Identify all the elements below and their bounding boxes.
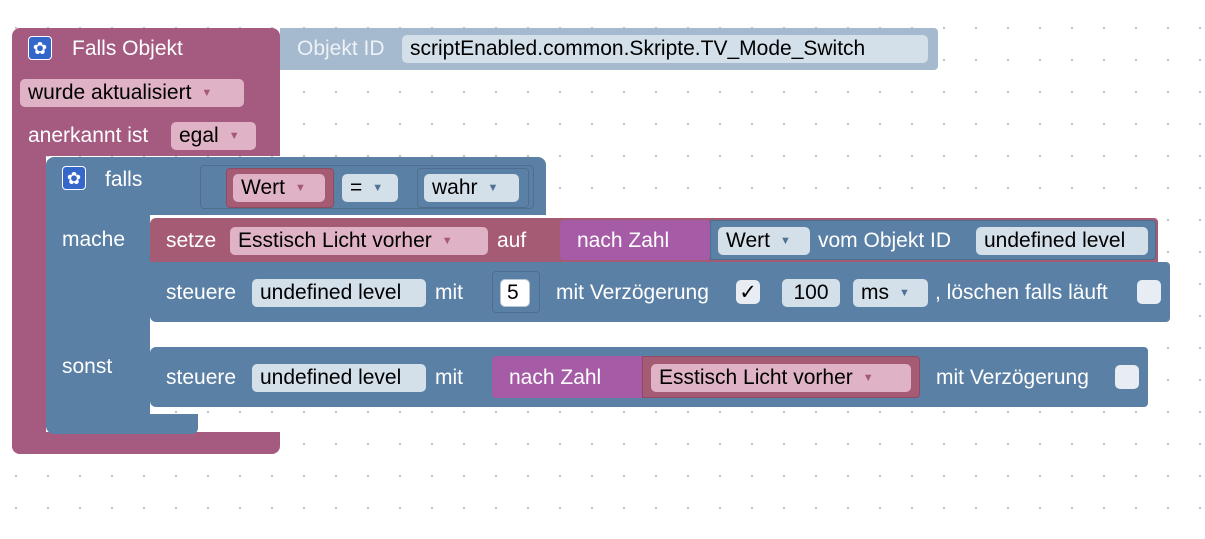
condition-right-dropdown[interactable]: wahr ▼ [424, 174, 519, 202]
trigger-title: Falls Objekt [72, 37, 183, 60]
control-target-field[interactable]: undefined level [252, 279, 426, 307]
gear-icon[interactable]: ✿ [62, 166, 86, 190]
delay-label: mit Verzögerung [556, 281, 709, 304]
dropdown-arrow-icon: ▼ [228, 130, 240, 142]
object-id-label: Objekt ID [297, 37, 385, 60]
else-label: sonst [62, 355, 113, 378]
value-field-value: Wert [726, 229, 770, 252]
checkbox-icon[interactable]: ✓ [736, 280, 760, 304]
set-variable-dropdown[interactable]: Esstisch Licht vorher ▼ [230, 227, 488, 255]
from-object-label: vom Objekt ID [818, 229, 952, 252]
if-block-footer [46, 414, 198, 434]
condition-left-value: Wert [241, 176, 285, 199]
set-object-value: undefined level [984, 229, 1126, 252]
object-id-value: scriptEnabled.common.Skripte.TV_Mode_Swi… [410, 37, 866, 60]
condition-right-value: wahr [432, 176, 478, 199]
set-to-label: auf [497, 229, 527, 252]
control-with-label: mit [435, 281, 463, 304]
dropdown-arrow-icon: ▼ [862, 372, 874, 384]
dropdown-arrow-icon: ▼ [201, 87, 213, 99]
else-to-number-label: nach Zahl [509, 366, 602, 389]
trigger-block-footer [12, 432, 280, 454]
else-control-label: steuere [166, 366, 237, 389]
checkbox-icon[interactable] [1137, 280, 1161, 304]
else-variable-value: Esstisch Licht vorher [659, 366, 853, 389]
else-variable-dropdown[interactable]: Esstisch Licht vorher ▼ [651, 364, 911, 392]
set-label: setze [166, 229, 217, 252]
unit-dropdown[interactable]: ms ▼ [853, 279, 928, 307]
control-label: steuere [166, 281, 237, 304]
else-target-field[interactable]: undefined level [252, 364, 426, 392]
dropdown-arrow-icon: ▼ [487, 182, 499, 194]
if-label: falls [105, 168, 143, 191]
dropdown-arrow-icon: ▼ [779, 235, 791, 247]
checkbox-icon[interactable] [1115, 365, 1139, 389]
event-dropdown[interactable]: wurde aktualisiert ▼ [20, 79, 244, 107]
ack-label: anerkannt ist [28, 124, 149, 147]
value-field-dropdown[interactable]: Wert ▼ [718, 227, 810, 255]
delay-ms-field[interactable]: 100 [782, 279, 840, 307]
ack-dropdown[interactable]: egal ▼ [171, 122, 256, 150]
delay-checkmark: ✓ [739, 280, 757, 304]
dropdown-arrow-icon: ▼ [372, 182, 384, 194]
control-value: 5 [507, 281, 519, 304]
operator-dropdown[interactable]: = ▼ [342, 174, 398, 202]
else-with-label: mit [435, 366, 463, 389]
dropdown-arrow-icon: ▼ [294, 182, 306, 194]
dropdown-arrow-icon: ▼ [899, 287, 910, 299]
control-target-value: undefined level [260, 281, 402, 304]
delay-ms-value: 100 [793, 281, 829, 304]
event-dropdown-value: wurde aktualisiert [28, 81, 192, 104]
control-value-field[interactable]: 5 [500, 279, 530, 307]
operator-value: = [350, 176, 363, 199]
unit-value: ms [861, 281, 889, 304]
do-label: mache [62, 228, 126, 251]
condition-left-dropdown[interactable]: Wert ▼ [233, 174, 325, 202]
to-number-label: nach Zahl [577, 229, 670, 252]
object-id-field[interactable]: scriptEnabled.common.Skripte.TV_Mode_Swi… [402, 35, 928, 63]
gear-icon[interactable]: ✿ [28, 36, 52, 60]
ack-dropdown-value: egal [179, 124, 219, 147]
else-delay-label: mit Verzögerung [936, 366, 1089, 389]
if-block-spine [46, 213, 150, 433]
else-target-value: undefined level [260, 366, 402, 389]
set-variable-value: Esstisch Licht vorher [238, 229, 432, 252]
set-object-field[interactable]: undefined level [976, 227, 1148, 255]
else-to-number-block[interactable] [492, 356, 642, 398]
to-number-block[interactable] [560, 220, 710, 260]
clear-label: , löschen falls läuft [935, 281, 1108, 304]
dropdown-arrow-icon: ▼ [441, 235, 453, 247]
trigger-block[interactable] [12, 28, 280, 58]
